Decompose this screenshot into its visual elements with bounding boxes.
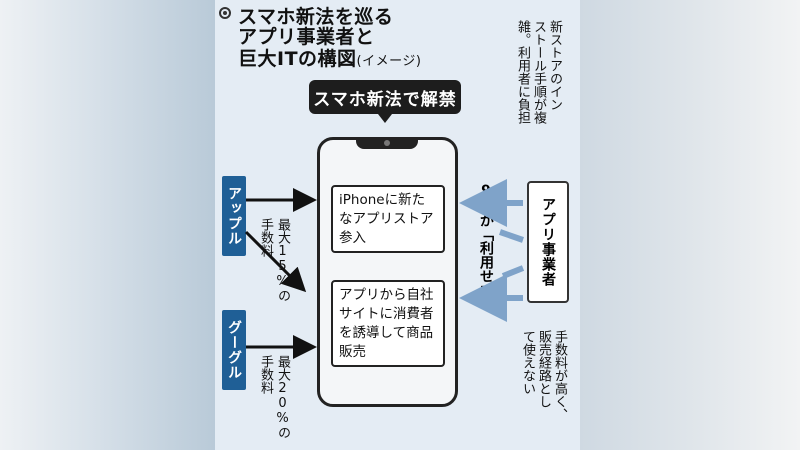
phone-box-new-store: iPhoneに新たなアプリストア参入 — [331, 185, 445, 253]
app-business-label: アプリ事業者 — [527, 181, 569, 303]
title-line-3-main: 巨大ITの構図 — [238, 48, 357, 70]
title-line-3: 巨大ITの構図(イメージ) — [238, 44, 421, 71]
ban-label-pointer — [378, 114, 392, 123]
apple-arrow-bottom — [244, 230, 307, 293]
user-arrow-lower-left — [501, 265, 525, 279]
google-fee-text: 最大20%の 手数料 — [258, 355, 290, 439]
background-left — [0, 0, 215, 450]
phone-box-direct-sales: アプリから自社サイトに消費者を誘導して商品販売 — [331, 280, 445, 367]
background-right — [580, 0, 800, 450]
note-install-burden: 新ストアのイン ストール手順が複 雑。利用者に負担 — [515, 20, 562, 124]
ban-label: スマホ新法で解禁 — [309, 80, 461, 114]
apple-label: アップル — [222, 176, 246, 256]
title-line-1: スマホ新法を巡る — [238, 6, 394, 28]
title-bullet-icon — [219, 7, 231, 19]
phone-camera-icon — [384, 140, 390, 146]
title-line-3-note: (イメージ) — [356, 54, 422, 69]
google-label: グーグル — [222, 310, 246, 390]
note-high-fee: 手数料が高く、 販売経路とし て使えない — [520, 330, 567, 421]
user-arrow-upper-left — [499, 229, 524, 243]
title-line-2: アプリ事業者と — [238, 26, 375, 48]
